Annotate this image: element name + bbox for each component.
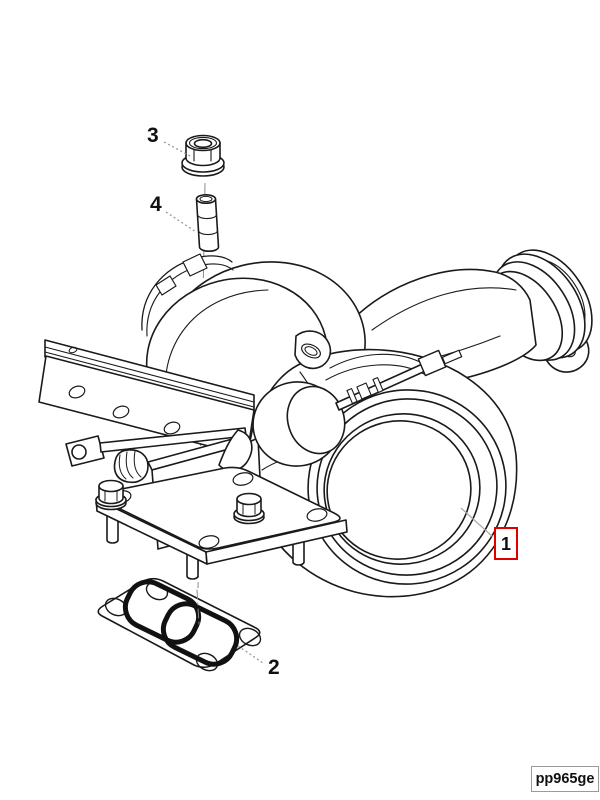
leader-line-2 <box>237 645 264 664</box>
stud-drawing <box>195 194 220 252</box>
support-arm-drawing <box>65 427 253 484</box>
flange-nut-left <box>95 479 127 511</box>
actuator-canister-drawing <box>252 381 346 467</box>
callout-4[interactable]: 4 <box>150 193 162 216</box>
base-flange-drawing <box>95 466 348 580</box>
turbocharger-assembly-drawing <box>38 249 593 598</box>
leader-line-3 <box>163 141 191 157</box>
nut-drawing <box>181 134 225 177</box>
callout-2[interactable]: 2 <box>268 656 280 679</box>
leader-line-4 <box>165 211 197 233</box>
part-code-label: pp965ge <box>531 766 599 792</box>
callout-3[interactable]: 3 <box>147 124 159 147</box>
leader-line-1 <box>460 507 494 538</box>
turbine-outlet-drawing <box>307 389 507 585</box>
actuator-rod-drawing <box>335 349 463 411</box>
flange-nut-right <box>233 492 265 525</box>
callout-1-highlighted[interactable]: 1 <box>494 527 518 560</box>
gasket-drawing <box>97 577 262 672</box>
